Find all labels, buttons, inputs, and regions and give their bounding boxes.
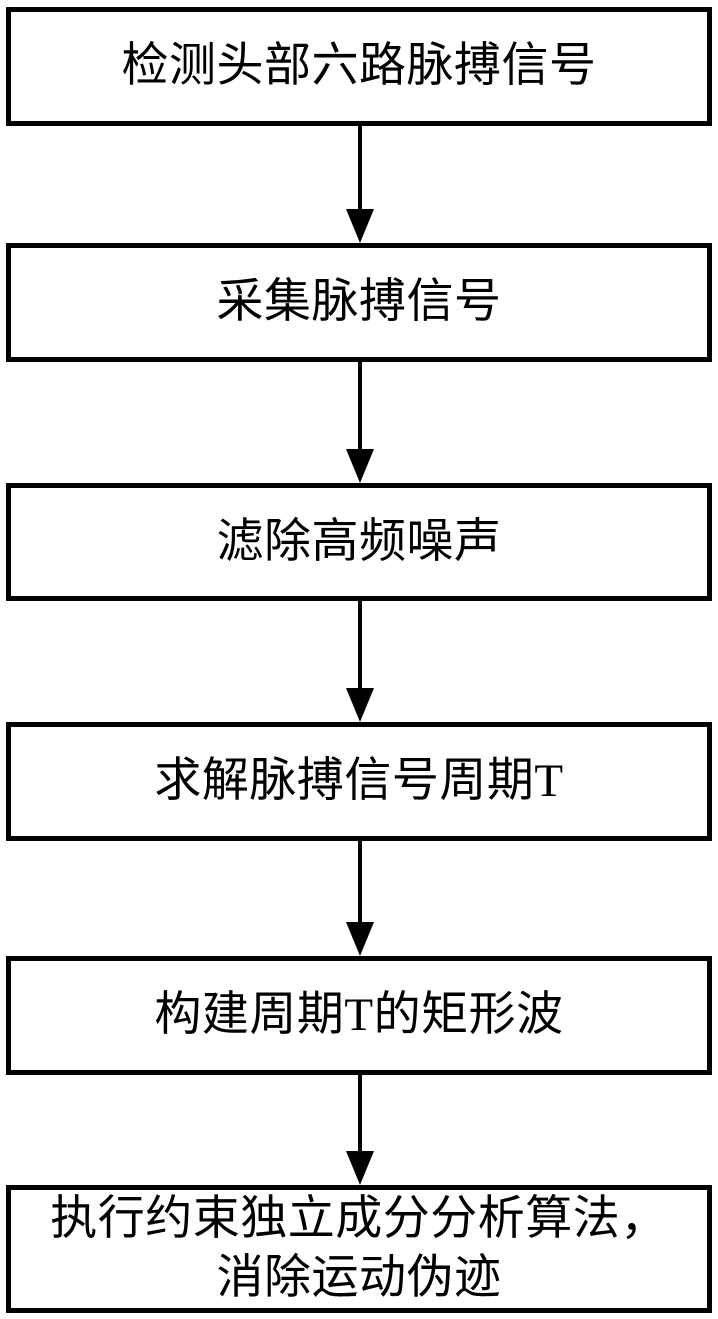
flowchart-arrow-down-1 [346,126,374,243]
flowchart-node-step-3: 滤除高频噪声 [6,483,712,601]
flowchart-node-label: 求解脉搏信号周期T [154,755,564,808]
flowchart-node-step-1: 检测头部六路脉搏信号 [6,7,712,126]
flowchart-node-label: 构建周期T的矩形波 [154,989,564,1042]
flowchart-node-label: 采集脉搏信号 [216,276,502,329]
flowchart-node-step-4: 求解脉搏信号周期T [6,722,712,841]
flowchart-node-label: 滤除高频噪声 [216,515,502,568]
arrow-shaft [358,601,362,688]
flowchart-node-step-5: 构建周期T的矩形波 [6,956,712,1075]
flowchart-arrow-down-4 [346,841,374,956]
arrow-head-icon [346,922,374,956]
flowchart-arrow-down-3 [346,601,374,722]
arrow-head-icon [346,449,374,483]
arrow-shaft [358,1075,362,1151]
arrow-shaft [358,362,362,449]
flowchart-arrow-down-5 [346,1075,374,1185]
arrow-head-icon [346,1151,374,1185]
flowchart-node-step-6: 执行约束独立成分分析算法， 消除运动伪迹 [6,1185,712,1313]
flowchart-node-label: 执行约束独立成分分析算法， 消除运动伪迹 [50,1192,668,1304]
arrow-head-icon [346,209,374,243]
flowchart-node-step-2: 采集脉搏信号 [6,243,712,362]
arrow-head-icon [346,688,374,722]
flowchart-arrow-down-2 [346,362,374,483]
arrow-shaft [358,841,362,922]
flowchart-node-label: 检测头部六路脉搏信号 [121,40,597,93]
arrow-shaft [358,126,362,209]
